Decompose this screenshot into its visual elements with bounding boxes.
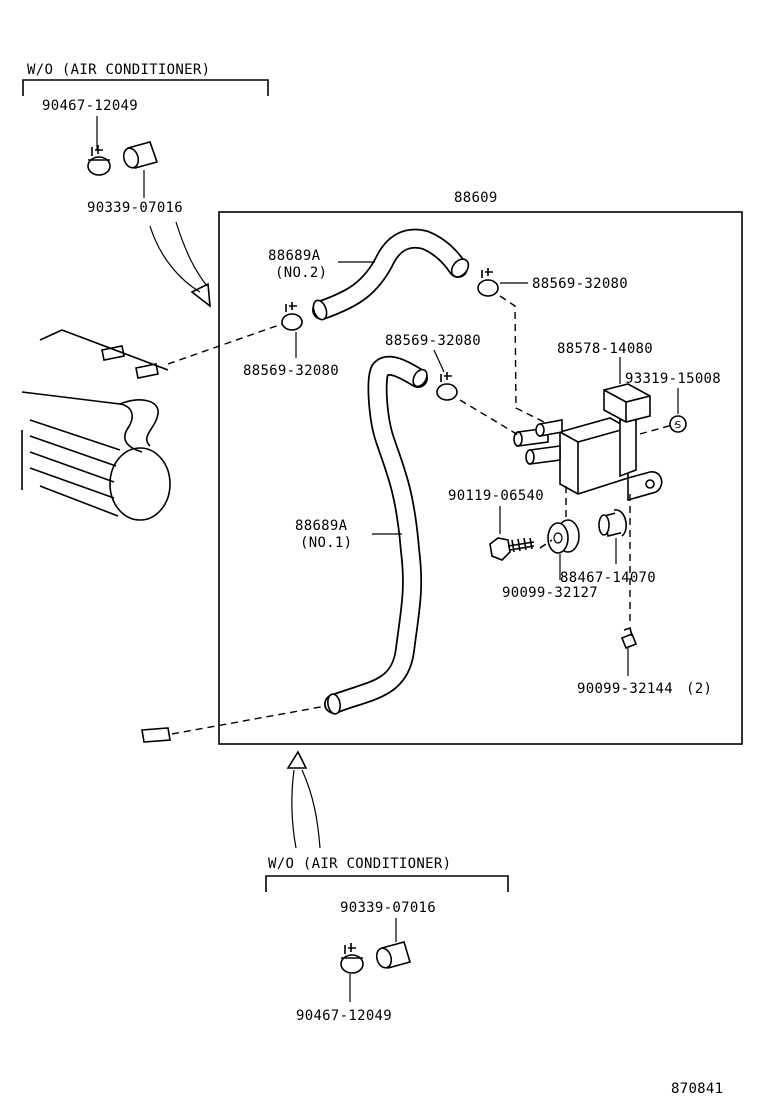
top-arrow-head xyxy=(190,282,211,308)
bottom-arrow-head xyxy=(286,750,308,769)
bolt-part-label: 90119-06540 xyxy=(448,488,544,504)
hose-no2-note: (NO.2) xyxy=(275,265,327,281)
bottom-arrow-line-2 xyxy=(301,769,321,849)
clamp-c-icon xyxy=(436,372,458,401)
clamp-b-icon xyxy=(281,302,303,331)
bottom-hose-icon xyxy=(375,941,412,969)
dashed-link-bolt xyxy=(539,539,553,549)
clamp-a-part-label: 88569-32080 xyxy=(532,276,628,292)
assembly-part-label: 88609 xyxy=(454,190,498,206)
top-hose-icon xyxy=(122,141,159,169)
bottom-variant-header: W/O (AIR CONDITIONER) xyxy=(268,856,451,872)
clamp-b-part-label: 88569-32080 xyxy=(243,363,339,379)
bottom-variant-group: W/O (AIR CONDITIONER) 90339-07016 90467-… xyxy=(265,750,509,1024)
top-variant-group: W/O (AIR CONDITIONER) 90467-12049 90339-… xyxy=(22,62,269,308)
assembly-box xyxy=(218,211,743,745)
throttle-body-illustration xyxy=(21,329,171,743)
top-clamp-part-label: 90467-12049 xyxy=(42,98,138,114)
hose-no2-part-label: 88689A xyxy=(268,248,321,264)
grommet-icon xyxy=(547,519,580,554)
top-arrow-line-1 xyxy=(149,225,201,293)
hose-no1-note: (NO.1) xyxy=(300,535,352,551)
top-variant-header: W/O (AIR CONDITIONER) xyxy=(27,62,210,78)
hose-no1-part-label: 88689A xyxy=(295,518,348,534)
hose-no1 xyxy=(324,355,428,715)
grommet-part-label: 90099-32127 xyxy=(502,585,598,601)
screw-part-label: 90099-32144 xyxy=(577,681,673,697)
clamp-c-part-label: 88569-32080 xyxy=(385,333,481,349)
screw-quantity: (2) xyxy=(686,681,712,697)
filter-icon xyxy=(603,383,651,423)
collar-icon xyxy=(598,509,627,537)
top-arrow-line-2 xyxy=(175,221,208,287)
collar-part-label: 88467-14070 xyxy=(560,570,656,586)
sticker-part-label: 93319-15008 xyxy=(625,371,721,387)
clamp-c-leader xyxy=(433,349,445,373)
screw-icon xyxy=(620,626,638,650)
filter-part-label: 88578-14080 xyxy=(557,341,653,357)
bolt-icon xyxy=(489,537,535,561)
bottom-clamp-part-label: 90467-12049 xyxy=(296,1008,392,1024)
sticker-symbol: S xyxy=(675,420,681,431)
hose-no2 xyxy=(312,228,470,321)
bottom-clamp-icon xyxy=(340,943,364,974)
clamp-a-icon xyxy=(477,268,499,297)
dashed-link-hose-no1 xyxy=(171,705,327,735)
dashed-link-clamp-a xyxy=(499,295,549,425)
bottom-hose-part-label: 90339-07016 xyxy=(340,900,436,916)
figure-number: 870841 xyxy=(671,1081,723,1097)
bottom-arrow-line-1 xyxy=(291,769,297,849)
dashed-link-clamp-c xyxy=(459,399,521,437)
dashed-link-sticker xyxy=(639,423,677,435)
sticker-icon xyxy=(669,415,687,433)
vacuum-switching-valve xyxy=(513,414,663,502)
bottom-variant-bracket xyxy=(265,875,509,892)
top-variant-bracket xyxy=(22,79,269,96)
top-clamp-icon xyxy=(87,145,111,176)
top-hose-part-label: 90339-07016 xyxy=(87,200,183,216)
dashed-link-clamp-b xyxy=(167,323,283,365)
